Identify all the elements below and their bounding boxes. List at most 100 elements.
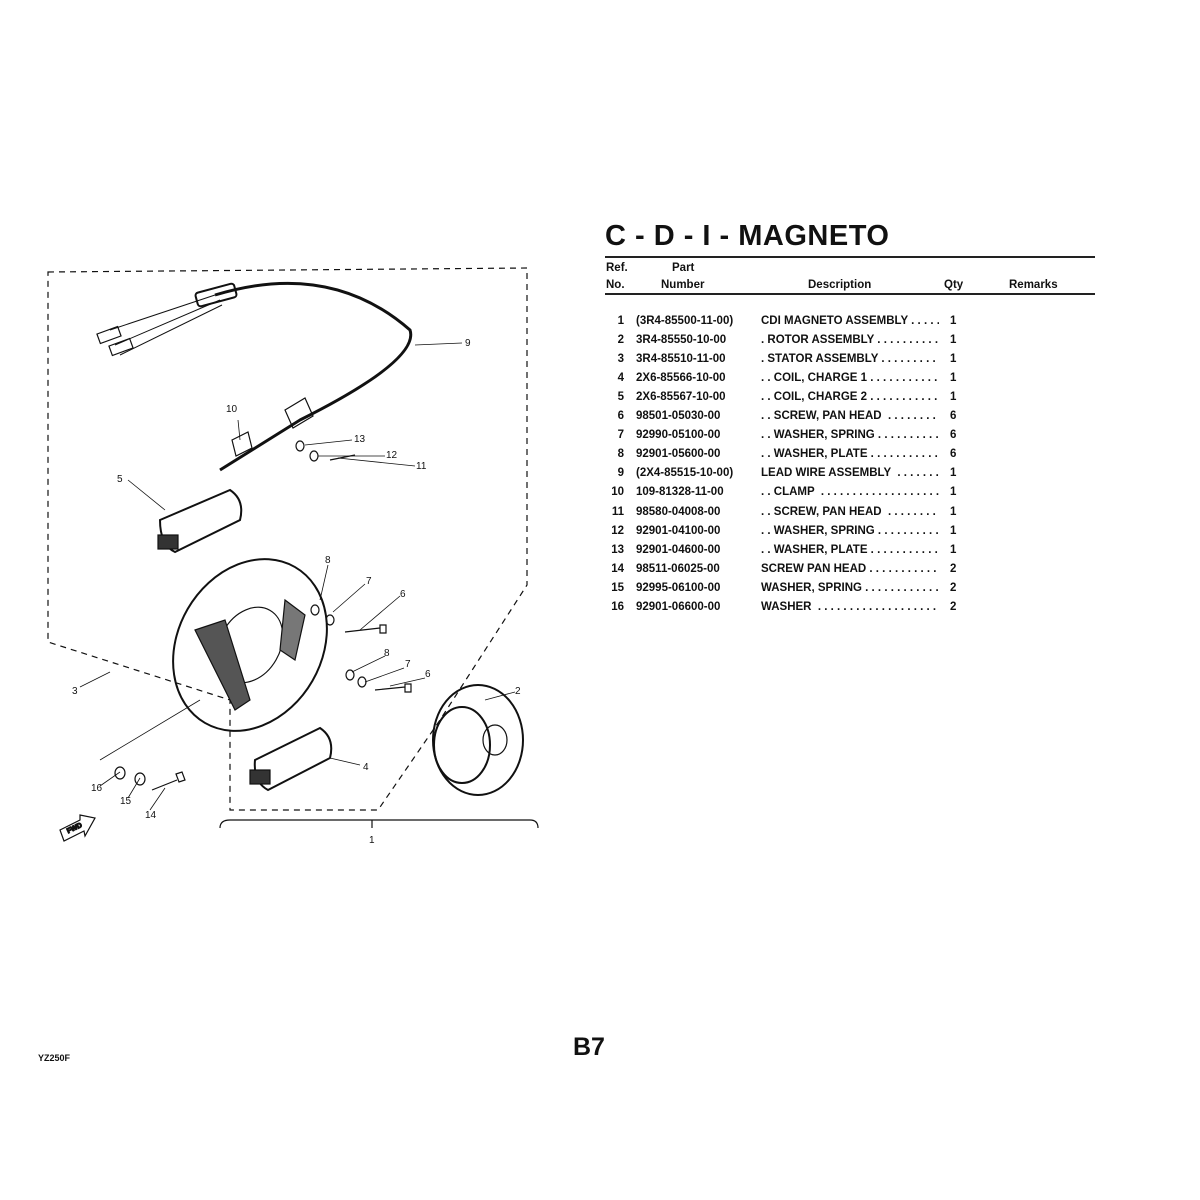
grommet [284, 397, 314, 429]
quantity: 1 [950, 315, 957, 327]
part-number: 92990-05100-00 [636, 429, 721, 442]
header-qty: Qty [944, 279, 964, 291]
description: . . WASHER, PLATE . . . . . . . . . . . … [761, 543, 938, 556]
lead-wire [214, 281, 413, 472]
stator-assembly [172, 558, 328, 732]
header-bottom-rule [605, 293, 1095, 295]
callout-9: 9 [465, 338, 471, 349]
rotor-assembly [432, 684, 524, 796]
header-part-line1: Part [672, 262, 695, 274]
quantity: 1 [950, 505, 957, 518]
part-number: 92901-04100-00 [636, 524, 721, 537]
quantity: 2 [950, 600, 957, 613]
ref-no: 9 [617, 467, 624, 480]
part-number: 98501-05030-00 [636, 410, 721, 423]
callout-10: 10 [226, 404, 238, 415]
part-number: 98511-06025-00 [636, 562, 720, 575]
description: . ROTOR ASSEMBLY . . . . . . . . . . . .… [761, 334, 939, 347]
table-row: 10 109-81328-11-00 . . CLAMP . . . . . . .… [605, 486, 1095, 505]
part-number: 92901-05600-00 [636, 448, 721, 461]
ref-no: 14 [611, 562, 624, 575]
ref-no: 13 [611, 543, 624, 556]
part-number: 92901-06600-00 [636, 600, 721, 613]
ref-no: 16 [611, 600, 624, 613]
callout-6b: 6 [425, 669, 431, 680]
part-number: 92901-04600-00 [636, 543, 721, 556]
callout-15: 15 [120, 796, 132, 807]
callout-16: 16 [91, 783, 103, 794]
description: WASHER, SPRING . . . . . . . . . . . . .… [761, 581, 939, 594]
description: . . COIL, CHARGE 2 . . . . . . . . . . .… [761, 391, 938, 404]
quantity: 2 [950, 581, 957, 594]
description: . . COIL, CHARGE 1 . . . . . . . . . . .… [761, 372, 938, 385]
description: . . SCREW, PAN HEAD . . . . . . . . . . … [761, 505, 936, 518]
ref-no: 1 [617, 315, 624, 327]
part-number: 2X6-85567-10-00 [636, 391, 726, 404]
forward-direction-arrow: FWD [59, 814, 96, 842]
page-number: B7 [573, 1033, 605, 1061]
callout-4: 4 [363, 762, 369, 773]
ref-no: 10 [611, 486, 624, 499]
callout-8b: 8 [384, 648, 390, 659]
part-number: 109-81328-11-00 [636, 486, 724, 499]
callout-6: 6 [400, 589, 406, 600]
description: . . CLAMP . . . . . . . . . . . . . . . … [761, 486, 939, 499]
part-number: (2X4-85515-10-00) [636, 467, 734, 480]
callout-13: 13 [354, 434, 366, 445]
callout-8: 8 [325, 555, 331, 566]
description: . . SCREW, PAN HEAD . . . . . . . . . . … [761, 410, 936, 423]
callout-7: 7 [366, 576, 372, 587]
callout-numbers: 1 2 3 4 5 6 7 8 9 10 11 12 13 14 15 16 8… [72, 338, 521, 846]
header-part-line2: Number [661, 279, 705, 291]
quantity: 1 [950, 486, 957, 499]
assembly-outline [47, 267, 528, 811]
quantity: 1 [950, 334, 957, 347]
ref-no: 5 [617, 391, 624, 404]
table-row: 16 92901-06600-00 WASHER . . . . . . . . .… [605, 601, 1095, 620]
table-row: 9(2X4-85515-10-00)LEAD WIRE ASSEMBLY . .… [605, 467, 1095, 486]
callout-3: 3 [72, 686, 78, 697]
description: . . WASHER, PLATE . . . . . . . . . . . … [761, 448, 938, 461]
header-ref-line2: No. [606, 279, 625, 291]
part-number: 98580-04008-00 [636, 505, 721, 518]
header-top-rule [605, 256, 1095, 258]
ref-no: 11 [611, 505, 624, 518]
quantity: 1 [950, 543, 957, 556]
quantity: 6 [950, 410, 957, 423]
description: WASHER . . . . . . . . . . . . . . . . .… [761, 600, 937, 613]
table-row: 1 (3R4-85500-11-00) CDI MAGNETO ASSEMBLY .… [605, 315, 1095, 334]
ref-no: 3 [617, 353, 624, 366]
callout-5: 5 [117, 474, 123, 485]
part-number: 3R4-85510-11-00 [636, 353, 726, 366]
table-row: 6 98501-05030-00 . . SCREW, PAN HEAD . . .… [605, 410, 1095, 429]
quantity: 1 [950, 391, 957, 404]
part-number: (3R4-85500-11-00) [636, 315, 734, 327]
table-row: 5 2X6-85567-10-00 . . COIL, CHARGE 2 . . .… [605, 391, 1095, 410]
description: CDI MAGNETO ASSEMBLY . . . . . . . . . .… [761, 315, 939, 327]
bracket-assembly-1 [219, 819, 539, 829]
table-row: 13 92901-04600-00 . . WASHER, PLATE . . . … [605, 544, 1095, 563]
ref-no: 8 [617, 448, 624, 461]
quantity: 6 [950, 429, 957, 442]
callout-7b: 7 [405, 659, 411, 670]
part-number: 2X6-85566-10-00 [636, 372, 726, 385]
table-row: 11 98580-04008-00 . . SCREW, PAN HEAD . . … [605, 506, 1095, 525]
ref-no: 4 [617, 372, 624, 385]
ref-no: 7 [617, 429, 624, 442]
callout-14: 14 [145, 810, 157, 821]
description: SCREW PAN HEAD . . . . . . . . . . . . .… [761, 562, 937, 575]
part-number: 92995-06100-00 [636, 581, 721, 594]
ref-no: 12 [611, 524, 624, 537]
header-ref-line1: Ref. [606, 262, 628, 274]
ref-no: 6 [617, 410, 624, 423]
quantity: 1 [950, 524, 957, 537]
fasteners [114, 440, 412, 791]
quantity: 2 [950, 562, 957, 575]
callout-11: 11 [416, 461, 427, 472]
